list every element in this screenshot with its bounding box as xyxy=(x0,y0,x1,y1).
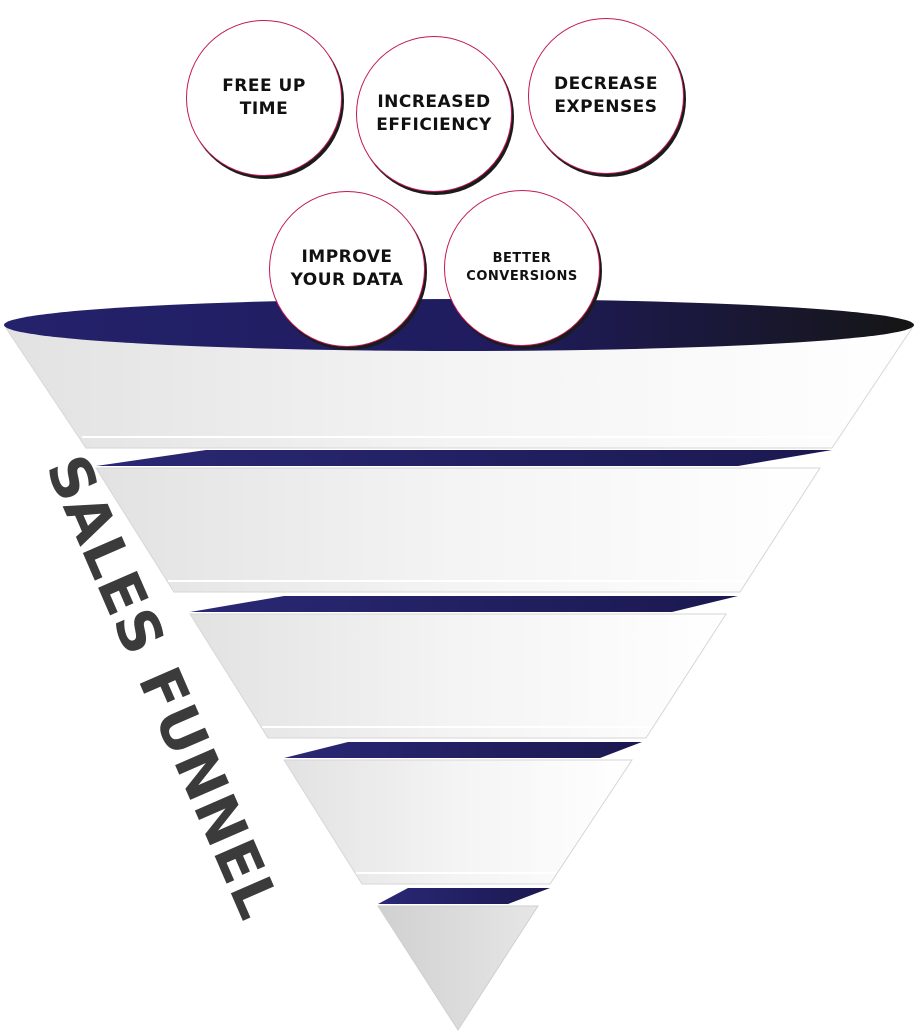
benefit-decrease-expenses: DECREASE EXPENSES xyxy=(528,18,684,174)
benefit-label: BETTER CONVERSIONS xyxy=(466,250,578,284)
benefit-increased-efficiency: INCREASED EFFICIENCY xyxy=(356,36,512,192)
funnel-stage-1 xyxy=(4,299,914,449)
benefit-free-up-time: FREE UP TIME xyxy=(186,20,342,176)
benefit-label: FREE UP TIME xyxy=(222,76,306,119)
benefit-label: DECREASE EXPENSES xyxy=(554,74,658,117)
funnel-stage-5 xyxy=(377,888,550,1031)
funnel-stage-4 xyxy=(283,742,642,885)
benefit-improve-your-data: IMPROVE YOUR DATA xyxy=(269,191,425,347)
benefit-label: IMPROVE YOUR DATA xyxy=(290,247,404,290)
benefit-better-conversions: BETTER CONVERSIONS xyxy=(444,190,600,346)
funnel-stage-3 xyxy=(189,596,738,739)
benefit-label: INCREASED EFFICIENCY xyxy=(376,92,492,135)
funnel-stage-2 xyxy=(95,450,832,593)
